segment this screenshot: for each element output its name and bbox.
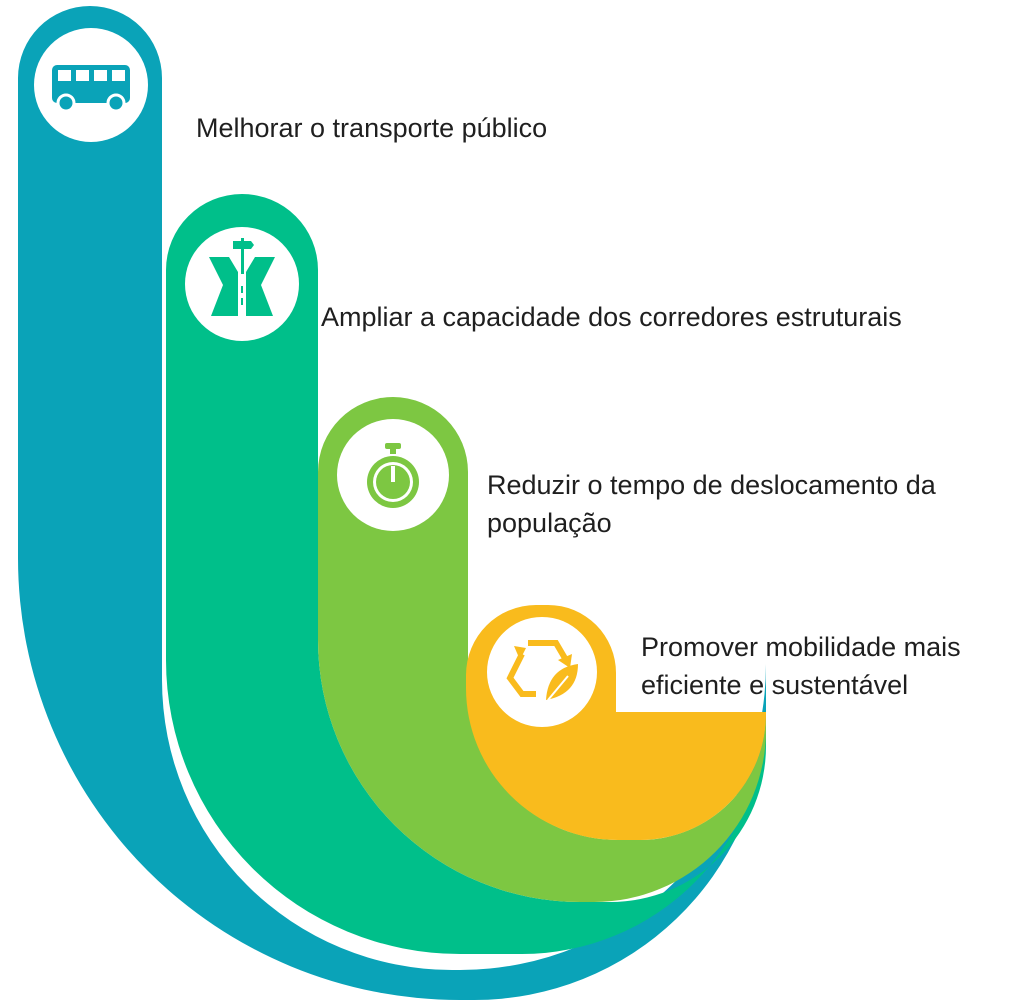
step-1-text: Melhorar o transporte público <box>196 113 548 143</box>
recycle-leaf-icon <box>487 617 597 727</box>
step-4-label: Promover mobilidade mais eficiente e sus… <box>641 628 961 704</box>
step-1-label: Melhorar o transporte público <box>196 109 547 147</box>
step-3-text-line-1: Reduzir o tempo de deslocamento da <box>487 470 936 500</box>
step-2-label: Ampliar a capacidade dos corredores estr… <box>321 298 902 336</box>
bus-icon <box>34 28 148 142</box>
step-3-label: Reduzir o tempo de deslocamento da popul… <box>487 466 936 542</box>
road-icon <box>185 227 299 341</box>
step-4-text-line-2: eficiente e sustentável <box>641 670 909 700</box>
band-step-3 <box>318 397 766 902</box>
step-2-text: Ampliar a capacidade dos corredores estr… <box>321 302 902 332</box>
stopwatch-icon <box>337 419 449 531</box>
step-3-text-line-2: população <box>487 508 612 538</box>
band-step-2 <box>166 194 766 954</box>
step-4-text-line-1: Promover mobilidade mais <box>641 632 961 662</box>
